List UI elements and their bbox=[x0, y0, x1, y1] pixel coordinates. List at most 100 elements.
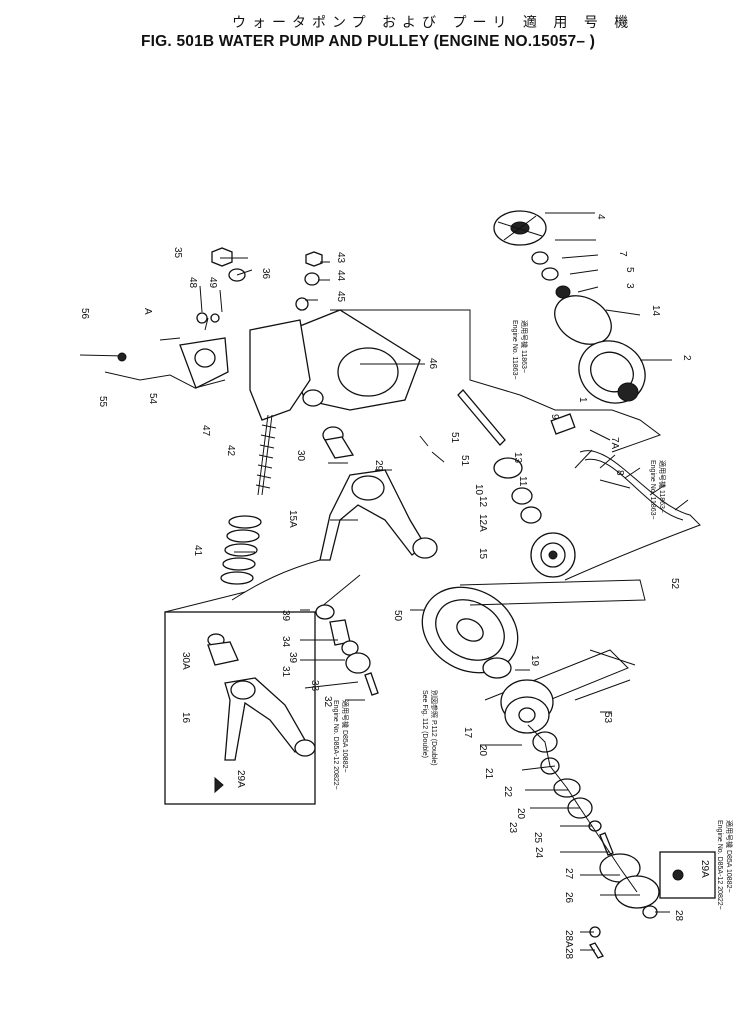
label-17: 19 bbox=[529, 655, 540, 667]
label-29a: 29A bbox=[235, 770, 246, 788]
label-23: 25 bbox=[532, 832, 543, 844]
crank-pulley-part bbox=[482, 657, 554, 734]
label-40: 43 bbox=[335, 252, 346, 264]
label-21: 23 bbox=[507, 822, 518, 834]
drive-pulley-part bbox=[421, 586, 519, 674]
label-15a: 16 bbox=[180, 712, 191, 724]
tension-bracket-part bbox=[179, 319, 311, 421]
pump-pulley-part bbox=[530, 532, 576, 578]
label-45: 48 bbox=[187, 277, 198, 289]
label-55: A bbox=[142, 308, 153, 315]
label-37b: 39 bbox=[287, 652, 298, 664]
note-en-3: Engine No. D85A-12 20822~ bbox=[332, 700, 339, 790]
label-28: 28 bbox=[563, 948, 574, 960]
note-en-4: See Fig. 112 (Double) bbox=[421, 690, 428, 758]
note-jp-1: 適用号機 11863~ bbox=[520, 320, 529, 373]
label-48: 51 bbox=[459, 455, 470, 467]
label-19: 21 bbox=[483, 768, 494, 780]
label-46: 49 bbox=[207, 277, 218, 289]
label-33: 33 bbox=[309, 680, 320, 692]
label-14: 14 bbox=[650, 305, 661, 317]
title-japanese: ウォータポンプ および プーリ 適 用 号 機 bbox=[232, 15, 635, 31]
note-en-1: Engine No. 11863~ bbox=[511, 320, 518, 380]
label-24: 26 bbox=[563, 892, 574, 904]
pump-body-part bbox=[578, 340, 646, 404]
label-41: 44 bbox=[335, 270, 346, 282]
label-52: 54 bbox=[147, 393, 158, 405]
bracket-part bbox=[289, 309, 421, 411]
label-30: 30 bbox=[295, 450, 306, 462]
label-7a: 8 bbox=[614, 470, 625, 476]
arm-part bbox=[319, 469, 438, 561]
label-7: 7A bbox=[609, 437, 620, 450]
impeller-part bbox=[493, 210, 547, 246]
nut-parts bbox=[196, 247, 323, 324]
inset-box-28a bbox=[659, 851, 716, 899]
double-belt-part bbox=[459, 579, 646, 719]
label-42: 45 bbox=[335, 291, 346, 303]
label-39: 42 bbox=[225, 445, 236, 457]
label-26: 28 bbox=[673, 910, 684, 922]
inset-box-left bbox=[164, 574, 361, 805]
label-3: 3 bbox=[624, 283, 635, 289]
label-9: 10 bbox=[473, 484, 484, 496]
note-en-5: Engine No. D85A-12 20822~ bbox=[716, 820, 723, 910]
label-38: 41 bbox=[192, 545, 203, 557]
o-ring-part bbox=[554, 295, 612, 345]
figure-title: FIG. 501B WATER PUMP AND PULLEY (ENGINE … bbox=[141, 33, 596, 50]
note-jp-4: 別図参照 P.112 (Double) bbox=[430, 690, 439, 766]
label-44: 47 bbox=[200, 425, 211, 437]
label-28a: 29A bbox=[699, 860, 710, 878]
label-31: 31 bbox=[280, 666, 291, 678]
seal-parts bbox=[531, 251, 571, 299]
label-6: 7 bbox=[617, 251, 628, 257]
label-47: 50 bbox=[392, 610, 403, 622]
label-8: 9 bbox=[549, 414, 560, 420]
label-36: 36 bbox=[260, 268, 271, 280]
label-1: 1 bbox=[577, 397, 588, 403]
gasket-part bbox=[550, 413, 576, 435]
label-54: 56 bbox=[79, 308, 90, 320]
rod-part bbox=[79, 337, 226, 389]
label-50: 52 bbox=[669, 578, 680, 590]
label-30a: 30A bbox=[180, 652, 191, 670]
label-10: 11 bbox=[517, 476, 528, 487]
pivot-shaft-part bbox=[322, 426, 355, 459]
shaft-part bbox=[457, 389, 542, 524]
label-22: 24 bbox=[533, 847, 544, 859]
adjust-bolt-part bbox=[255, 414, 277, 496]
label-5: 5 bbox=[624, 267, 635, 273]
label-49: 51 bbox=[449, 432, 460, 444]
note-jp-2: 適用号機 11863~ bbox=[658, 460, 667, 513]
label-2: 2 bbox=[681, 355, 692, 361]
spring-part bbox=[220, 515, 262, 585]
label-32: 32 bbox=[322, 696, 333, 708]
note-en-2: Engine No. 11863~ bbox=[649, 460, 656, 520]
label-12: 12A bbox=[477, 514, 488, 532]
label-20: 22 bbox=[502, 786, 513, 798]
label-12a: 13 bbox=[512, 452, 523, 464]
belt-part bbox=[564, 449, 701, 581]
note-jp-5: 適用号機 D85A 10882~ bbox=[725, 820, 734, 893]
label-15: 15A bbox=[287, 510, 298, 528]
label-4: 4 bbox=[595, 214, 606, 220]
label-18: 20 bbox=[477, 745, 488, 757]
label-27: 28A bbox=[563, 930, 574, 948]
label-43: 46 bbox=[427, 358, 438, 370]
label-18b: 20 bbox=[515, 808, 526, 820]
fan-belt-part bbox=[574, 649, 636, 701]
label-34: 34 bbox=[280, 636, 291, 648]
bushing-parts bbox=[315, 604, 379, 696]
label-25: 27 bbox=[563, 868, 574, 880]
note-jp-3: 適用号機 D85A 10882~ bbox=[341, 700, 350, 773]
label-51: 53 bbox=[602, 712, 613, 724]
label-13: 15 bbox=[477, 548, 488, 560]
label-29: 29 bbox=[373, 460, 384, 472]
label-35: 35 bbox=[172, 247, 183, 259]
label-16: 17 bbox=[462, 727, 473, 739]
label-53: 55 bbox=[97, 396, 108, 408]
label-11: 12 bbox=[477, 496, 488, 508]
label-37: 39 bbox=[280, 610, 291, 622]
